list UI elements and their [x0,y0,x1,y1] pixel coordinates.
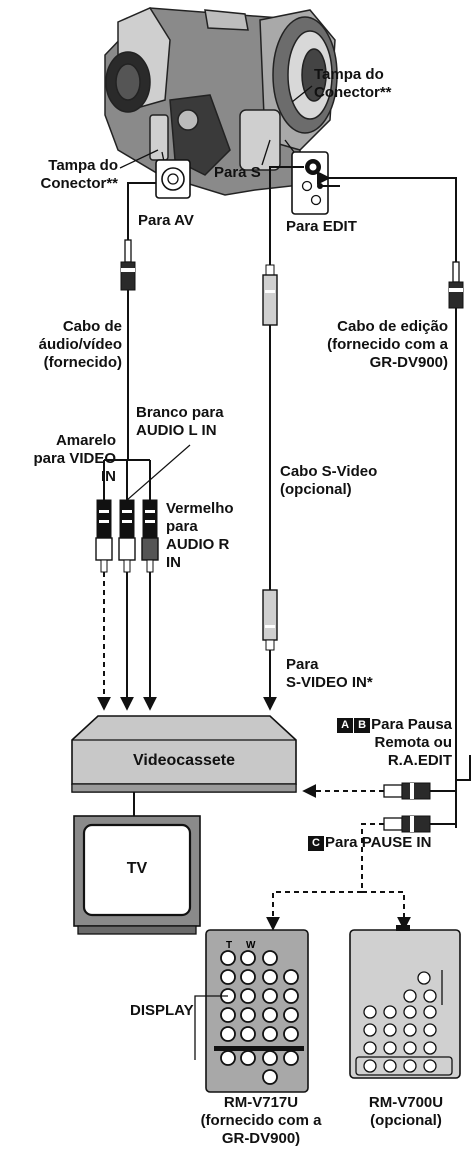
rm-v700u-line-2: (opcional) [370,1112,442,1129]
yellow-rca-plug [95,499,113,573]
tv-label: TV [126,860,148,877]
rm-v700u-line-1: RM-V700U [368,1094,444,1111]
edit-cable-plug-vcr [383,782,456,800]
cover-right-line-2: Conector** [314,84,392,101]
edit-cable-line-3: GR-DV900) [369,354,448,371]
to-av-label: Para AV [138,212,194,229]
cover-left-line-2: Conector** [40,175,118,192]
vcr-label: Videocassete [133,752,235,769]
connector-cover-left-label: Tampa do Conector** [8,157,118,193]
to-s-video-in-line-2: S-VIDEO IN* [286,674,373,691]
to-s-video-in-line-1: Para [286,656,319,673]
edit-cable-label: Cabo de edição (fornecido com a GR-DV900… [286,318,448,372]
camcorder-illustration [104,7,338,196]
rm-v717u-remote: T W [205,929,309,1093]
yellow-plug-line-1: Amarelo [55,432,116,449]
white-plug-label: Branco para AUDIO L IN [136,404,224,440]
av-cable-line-3: (fornecido) [43,354,122,371]
white-plug-line-2: AUDIO L IN [136,422,217,439]
rm-v700u-remote [349,925,461,1079]
rm-v717u-line-1: RM-V717U [223,1094,299,1111]
to-s-video-in-label: Para S-VIDEO IN* [286,656,373,692]
red-plug-line-1: Vermelho [166,500,234,517]
remote-pause-text-1: Para Pausa [371,716,452,733]
edit-cable-plug-top [448,261,464,309]
vcr-illustration [71,715,297,793]
s-video-cable-line-1: Cabo S-Video [280,463,378,480]
edit-cable-line-2: (fornecido com a [327,336,448,353]
yellow-plug-line-3: IN [101,468,116,485]
white-rca-plug [118,499,136,573]
rm-v717u-line-3: GR-DV900) [221,1130,301,1147]
rm-v700u-label: RM-V700U (opcional) [348,1094,464,1130]
badge-c: C [308,836,324,851]
to-s-label: Para S [214,164,261,181]
av-cable-label: Cabo de áudio/vídeo (fornecido) [6,318,122,372]
red-rca-plug [141,499,159,573]
s-video-plug-bottom [262,589,278,651]
av-cable-line-2: áudio/vídeo [38,336,122,353]
display-button-label: DISPLAY [130,1002,194,1019]
av-cable-line-1: Cabo de [62,318,122,335]
edit-cable-line-1: Cabo de edição [337,318,448,335]
remote-pause-line-2: Remota ou [374,734,452,751]
white-plug-line-1: Branco para [136,404,224,421]
connector-cover-right-label: Tampa do Conector** [314,66,392,102]
red-plug-label: Vermelho para AUDIO R IN [166,500,234,572]
av-cable-plug [120,239,136,291]
w-key-label: W [246,940,256,951]
s-video-cable-label: Cabo S-Video (opcional) [280,463,377,499]
red-plug-line-2: para [166,518,198,535]
s-edit-jack-panel [291,151,329,215]
av-jack [155,159,191,199]
badge-b: B [354,718,371,733]
badge-a: A [337,718,354,733]
t-key-label: T [226,940,232,951]
to-edit-label: Para EDIT [286,218,357,235]
yellow-plug-line-2: para VIDEO [33,450,116,467]
red-plug-line-3: AUDIO R [166,536,230,553]
yellow-plug-label: Amarelo para VIDEO IN [4,432,116,486]
rm-v717u-label: RM-V717U (fornecido com a GR-DV900) [186,1094,336,1148]
cover-right-line-1: Tampa do [314,66,384,83]
rm-v717u-line-2: (fornecido com a [200,1112,322,1129]
remote-pause-line-3: R.A.EDIT [387,752,452,769]
s-video-plug-top [262,264,278,326]
cover-left-line-1: Tampa do [48,157,118,174]
s-video-cable-line-2: (opcional) [280,481,352,498]
red-plug-line-4: IN [166,554,181,571]
pause-in-text: Para PAUSE IN [325,834,432,851]
tv-illustration [73,815,201,935]
edit-cable-plug-pause [383,815,456,833]
